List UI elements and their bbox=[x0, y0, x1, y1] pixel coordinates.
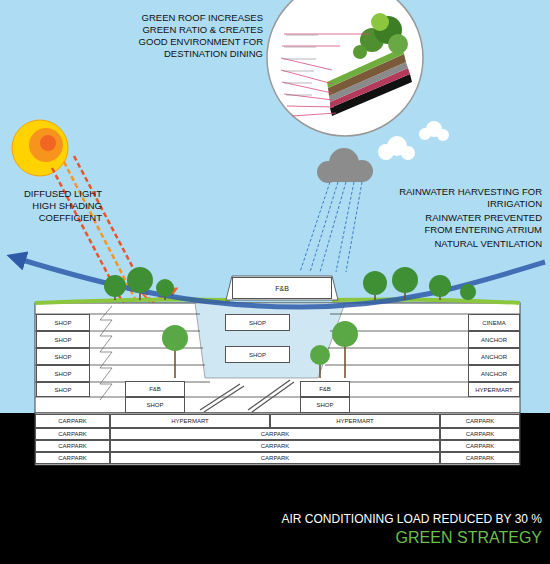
rain bbox=[300, 182, 362, 272]
callout-note: DIFFUSED LIGHT HIGH SHADING COEFFICIENT bbox=[4, 188, 102, 224]
floor-room: F&B bbox=[125, 381, 185, 397]
room-label: SHOP bbox=[54, 320, 71, 326]
ventilation-arrow bbox=[16, 258, 545, 307]
room-label: CARPARK bbox=[466, 418, 495, 424]
floor-room: SHOP bbox=[36, 382, 90, 397]
room-label: SHOP bbox=[54, 371, 71, 377]
pavilion-room: F&B bbox=[232, 277, 332, 299]
room-label: CARPARK bbox=[261, 443, 290, 449]
basement-room: CARPARK bbox=[440, 428, 520, 440]
clouds bbox=[317, 121, 449, 183]
basement-room: HYPERMART bbox=[270, 414, 440, 428]
floor-room: SHOP bbox=[125, 397, 185, 413]
floor-room: ANCHOR bbox=[468, 348, 520, 365]
callout-note: GREEN ROOF INCREASES GREEN RATIO & CREAT… bbox=[125, 12, 263, 60]
sun bbox=[12, 120, 68, 176]
title: GREEN STRATEGY bbox=[190, 528, 542, 547]
room-label: CARPARK bbox=[466, 431, 495, 437]
room-label: F&B bbox=[275, 285, 289, 292]
room-label: ANCHOR bbox=[481, 371, 507, 377]
green-roof-inset bbox=[267, 0, 423, 136]
room-label: SHOP bbox=[54, 387, 71, 393]
room-label: CARPARK bbox=[261, 431, 290, 437]
basement-room: CARPARK bbox=[35, 428, 110, 440]
room-label: F&B bbox=[149, 386, 161, 392]
room-label: CARPARK bbox=[58, 418, 87, 424]
floor-room: HYPERMART bbox=[468, 382, 520, 397]
floor-room: ANCHOR bbox=[468, 331, 520, 348]
floor-room: SHOP bbox=[36, 348, 90, 365]
basement-room: CARPARK bbox=[35, 440, 110, 452]
room-label: CARPARK bbox=[58, 455, 87, 461]
floor-room: SHOP bbox=[225, 346, 290, 363]
room-label: HYPERMART bbox=[336, 418, 374, 424]
callout-note: NATURAL VENTILATION bbox=[370, 238, 542, 250]
stairs bbox=[100, 306, 112, 400]
room-label: SHOP bbox=[316, 402, 333, 408]
floor-room: ANCHOR bbox=[468, 365, 520, 382]
floor-room: SHOP bbox=[300, 397, 350, 413]
basement bbox=[35, 413, 520, 465]
floor-room: SHOP bbox=[36, 314, 90, 331]
room-label: CARPARK bbox=[466, 443, 495, 449]
basement-room: CARPARK bbox=[440, 414, 520, 428]
floor-room: SHOP bbox=[225, 314, 290, 331]
floor-room: F&B bbox=[300, 381, 350, 397]
room-label: HYPERMART bbox=[475, 387, 513, 393]
basement-room: CARPARK bbox=[35, 452, 110, 464]
basement-room: CARPARK bbox=[110, 440, 440, 452]
room-label: SHOP bbox=[249, 320, 266, 326]
basement-room: CARPARK bbox=[35, 414, 110, 428]
result-note: AIR CONDITIONING LOAD REDUCED BY 30 % bbox=[190, 512, 542, 527]
room-label: ANCHOR bbox=[481, 337, 507, 343]
callout-note: RAINWATER HARVESTING FOR IRRIGATION bbox=[396, 186, 542, 210]
room-label: CINEMA bbox=[482, 320, 505, 326]
floor-room: CINEMA bbox=[468, 314, 520, 331]
floor-room: SHOP bbox=[36, 365, 90, 382]
room-label: HYPERMART bbox=[171, 418, 209, 424]
basement-room: CARPARK bbox=[440, 440, 520, 452]
room-label: CARPARK bbox=[58, 443, 87, 449]
room-label: SHOP bbox=[54, 337, 71, 343]
basement-room: HYPERMART bbox=[110, 414, 270, 428]
basement-room: CARPARK bbox=[110, 428, 440, 440]
room-label: SHOP bbox=[54, 354, 71, 360]
room-label: ANCHOR bbox=[481, 354, 507, 360]
floor-room: SHOP bbox=[36, 331, 90, 348]
building-section bbox=[35, 276, 520, 413]
ground bbox=[0, 413, 550, 564]
room-label: CARPARK bbox=[58, 431, 87, 437]
escalators bbox=[200, 380, 294, 412]
room-label: SHOP bbox=[146, 402, 163, 408]
callout-note: RAINWATER PREVENTED FROM ENTERING ATRIUM bbox=[396, 212, 542, 236]
basement-room: CARPARK bbox=[110, 452, 440, 464]
room-label: F&B bbox=[319, 386, 331, 392]
basement-room: CARPARK bbox=[440, 452, 520, 464]
room-label: SHOP bbox=[249, 352, 266, 358]
trees bbox=[104, 267, 476, 378]
room-label: CARPARK bbox=[261, 455, 290, 461]
room-label: CARPARK bbox=[466, 455, 495, 461]
